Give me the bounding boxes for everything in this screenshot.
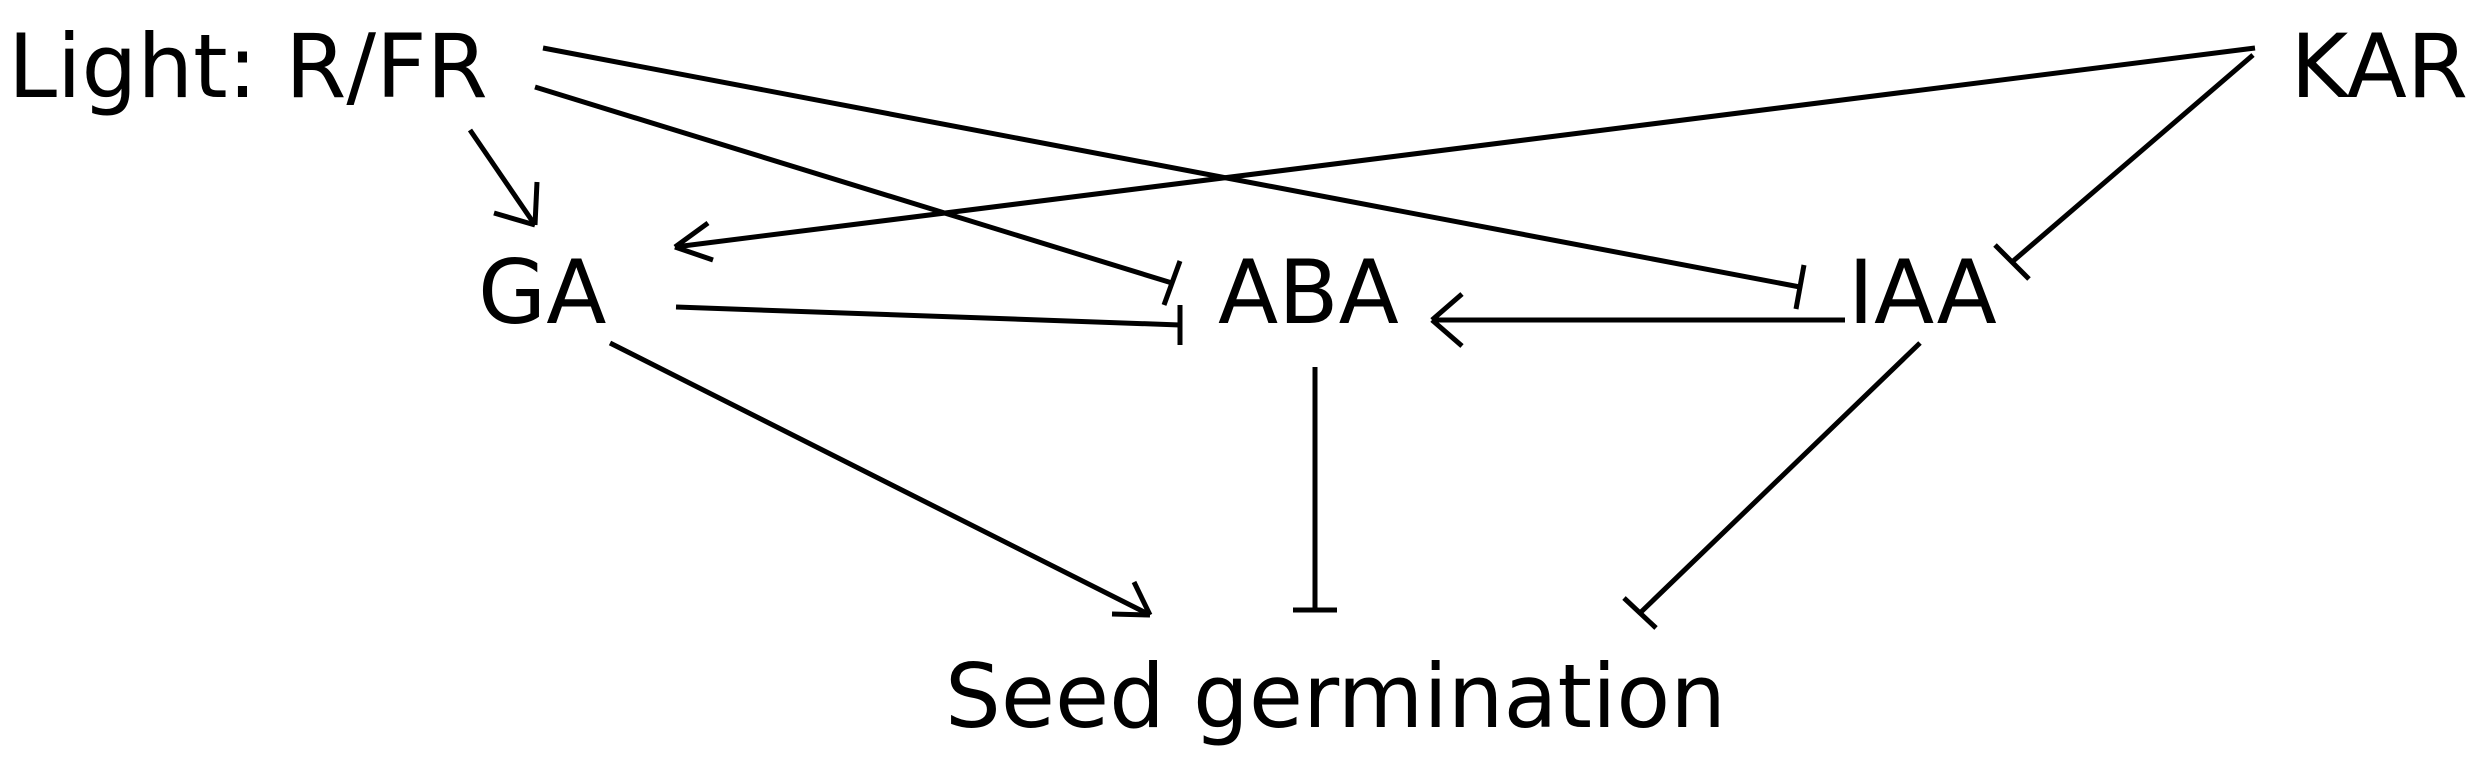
edge-iaa-to-seed (1622, 341, 1922, 630)
node-aba: ABA (1218, 241, 1399, 344)
node-kar: KAR (2290, 15, 2468, 118)
edge-iaa-to-aba (1430, 292, 1845, 348)
node-light-rfr: Light: R/FR (8, 15, 488, 118)
node-ga: GA (478, 241, 606, 344)
edge-light-to-iaa (542, 45, 1807, 310)
edge-aba-to-seed (1293, 367, 1337, 613)
edge-kar-to-iaa (1993, 53, 2255, 281)
edge-light-to-aba (534, 84, 1183, 306)
node-seed-germination: Seed germination (945, 645, 1726, 748)
edge-ga-to-seed (608, 340, 1153, 618)
node-iaa: IAA (1848, 241, 1997, 344)
edges (467, 45, 2256, 630)
edge-light-to-ga (467, 128, 540, 228)
edge-ga-to-aba (675, 304, 1183, 345)
edge-kar-to-ga (673, 45, 2256, 263)
